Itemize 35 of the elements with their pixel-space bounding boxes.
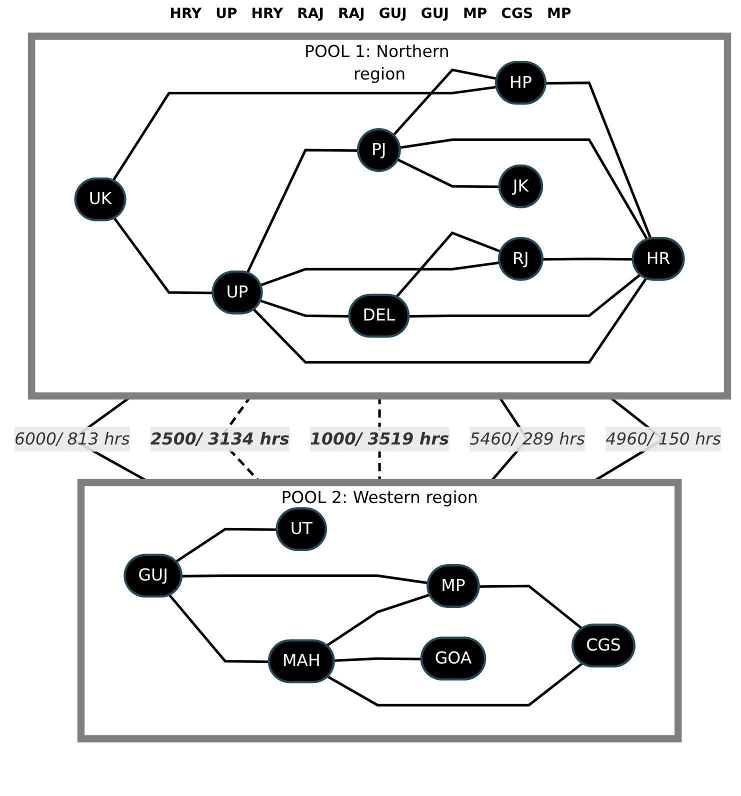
connector [542, 258, 633, 261]
connector [408, 274, 640, 318]
edge-label: 4960/ 150 hrs [605, 428, 720, 449]
line-end-label: GUJ [420, 6, 449, 22]
connector [181, 574, 428, 584]
line-end-label: RAJ [338, 6, 365, 22]
line-end-label: HRY [251, 6, 284, 22]
connector [392, 68, 497, 136]
line-end-label: CGS [501, 6, 534, 22]
line-end-label: HRY [170, 6, 202, 22]
connector [394, 231, 502, 298]
line-end-label: UP [216, 6, 238, 22]
connector [399, 138, 648, 240]
connector [174, 528, 277, 563]
connector [112, 218, 213, 294]
line-end-label: GUJ [378, 6, 407, 22]
connector [326, 662, 583, 706]
line-end-label: RAJ [297, 6, 324, 22]
connector [260, 261, 500, 286]
connector [334, 657, 422, 662]
connector [260, 300, 350, 318]
connector [397, 158, 500, 188]
edge-label: 6000/ 813 hrs [14, 428, 130, 449]
connector [246, 148, 358, 274]
connector [252, 278, 647, 364]
connector [168, 594, 270, 664]
edge-label: 5460/ 289 hrs [469, 428, 584, 449]
connector [478, 584, 583, 630]
edge-label: 1000/ 3519 hrs [310, 428, 449, 449]
connector [112, 86, 497, 182]
edge-label: 2500/ 3134 hrs [150, 428, 289, 449]
connector [545, 82, 652, 240]
line-end-label: MP [462, 6, 488, 22]
connector [326, 594, 430, 647]
line-end-label: MP [547, 6, 572, 22]
